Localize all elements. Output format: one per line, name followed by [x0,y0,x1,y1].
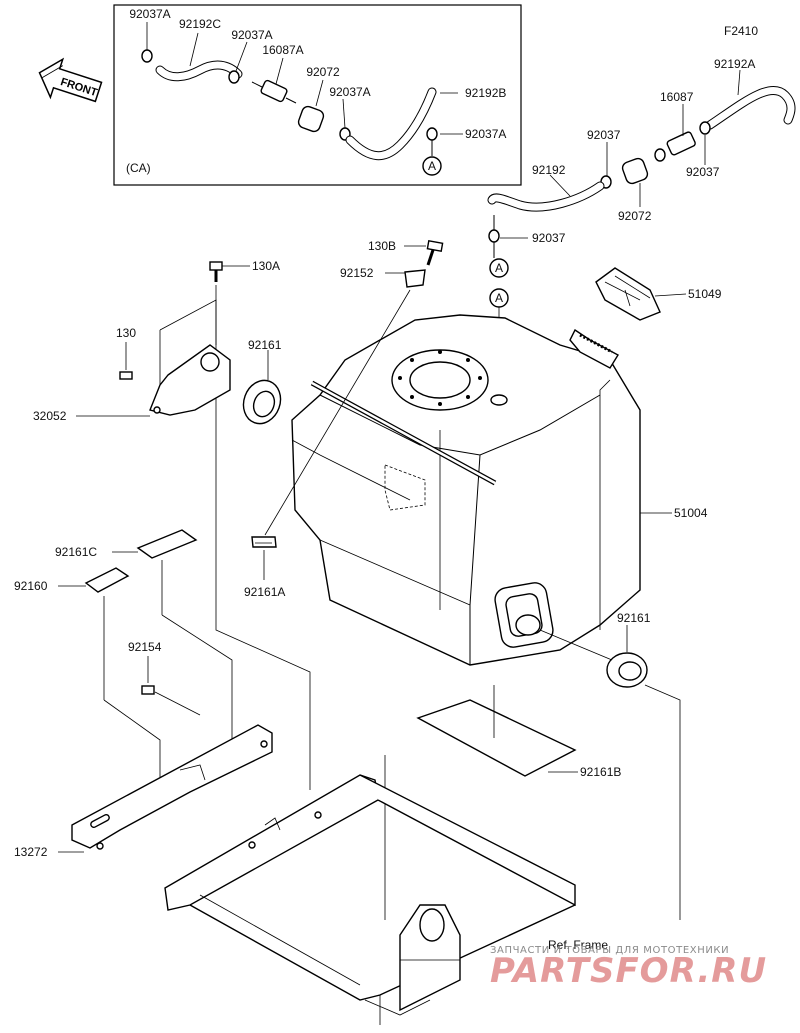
mat-92161B [416,685,578,777]
pad-92160 [58,567,130,700]
label-92192: 92192 [532,163,566,177]
label-130A: 130A [252,259,280,273]
label-92037A-3: 92037A [329,85,370,99]
grommet-92161-lower [539,625,681,920]
label-92037A-1: 92037A [129,7,170,21]
label-92161A: 92161A [244,585,285,599]
label-32052: 32052 [33,409,67,423]
label-130: 130 [116,326,136,340]
label-16087: 16087 [660,90,694,104]
watermark-top-text: ЗАПЧАСТИ И ТОВАРЫ ДЛЯ МОТОТЕХНИКИ [490,945,729,956]
label-92154: 92154 [128,640,162,654]
label-92160: 92160 [14,579,48,593]
label-92161-b: 92161 [617,611,651,625]
label-92072: 92072 [618,209,652,223]
marker-a-2: A [495,291,503,305]
bolt-130b [404,240,444,266]
fuel-cap [595,267,687,321]
label-92037A-4: 92037A [465,127,506,141]
fuel-tank [291,314,641,666]
front-arrow-icon: FRONT [38,57,103,103]
ref-frame-label: Ref. Frame [548,938,608,952]
label-92152: 92152 [340,266,374,280]
label-92161C: 92161C [55,545,97,559]
hose-assembly: A A [487,69,796,395]
label-92037A-2: 92037A [231,28,272,42]
label-92072-inset: 92072 [306,65,340,79]
screw-92154 [141,656,201,716]
label-92037-b: 92037 [686,165,720,179]
label-51049: 51049 [688,287,722,301]
pad-92152 [264,269,426,536]
label-92161B: 92161B [580,765,621,779]
label-92161-a: 92161 [248,338,282,352]
label-92192A: 92192A [714,57,755,71]
label-13272: 13272 [14,845,48,859]
pad-92161A [251,536,277,580]
inset-a-marker: A [428,159,436,173]
label-51004: 51004 [674,506,708,520]
watermark-logo: PARTSFOR.RU [490,951,767,991]
label-92037-a: 92037 [587,128,621,142]
label-92192C: 92192C [179,17,221,31]
ca-inset: A 92037A 92192C 92037A 16087A 92072 9203… [113,4,522,186]
inset-label: (CA) [126,161,151,175]
frame [164,774,576,1025]
label-92192B: 92192B [465,86,506,100]
skid-plate-13272 [58,724,273,853]
pad-92161C [112,529,198,615]
marker-a-1: A [495,261,503,275]
label-16087A: 16087A [262,43,303,57]
label-92037-c: 92037 [532,231,566,245]
bracket-32052 [76,261,250,417]
figure-code: F2410 [724,24,758,38]
grommet-92161-upper [242,350,282,425]
label-130B: 130B [368,239,396,253]
